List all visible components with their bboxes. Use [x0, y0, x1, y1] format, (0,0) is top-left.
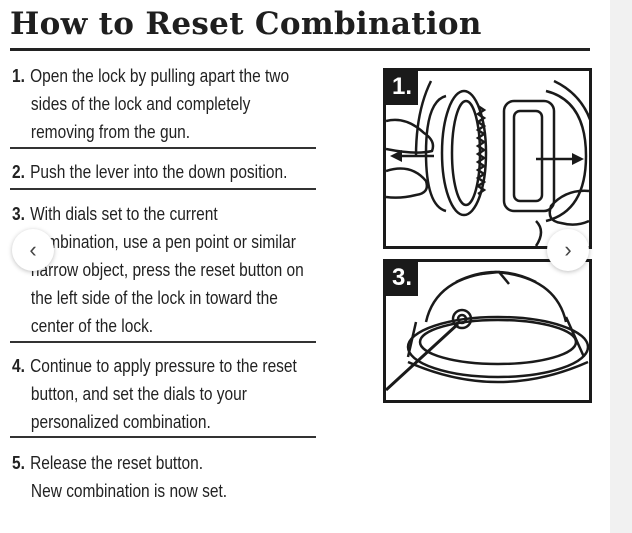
step-number: 1.: [12, 66, 25, 86]
carousel-prev-button[interactable]: ‹: [12, 229, 54, 271]
step-line: Open the lock by pulling apart the two: [30, 66, 290, 86]
step-number: 3.: [12, 204, 25, 224]
step-line: combination, use a pen point or similar: [30, 232, 296, 252]
step-divider: [10, 188, 316, 190]
step-line: center of the lock.: [30, 316, 154, 336]
step-line: Push the lever into the down position.: [30, 162, 288, 182]
step-line: Release the reset button.: [30, 453, 204, 473]
title-divider: [10, 48, 590, 51]
lock-pull-apart-illustration: [386, 79, 589, 246]
step-line: sides of the lock and completely: [30, 94, 251, 114]
instruction-card: How to Reset Combination 1.Open the lock…: [10, 6, 592, 505]
step-line: the left side of the lock in toward the: [30, 288, 278, 308]
panel-badge: 1.: [386, 71, 419, 105]
step-4: 4.Continue to apply pressure to the rese…: [12, 352, 297, 436]
carousel-next-button[interactable]: ›: [547, 229, 589, 271]
step-line: button, and set the dials to your: [30, 384, 247, 404]
page-edge: [610, 0, 632, 533]
step-line: With dials set to the current: [30, 204, 218, 224]
step-5: 5.Release the reset button. New combinat…: [12, 449, 227, 505]
step-line: personalized combination.: [30, 412, 211, 432]
page-title: How to Reset Combination: [10, 6, 482, 42]
illustration-panel-3: 3.: [383, 259, 592, 403]
reset-button-press-illustration: [386, 270, 589, 392]
step-divider: [10, 436, 316, 438]
step-line: Continue to apply pressure to the reset: [30, 356, 297, 376]
step-1: 1.Open the lock by pulling apart the two…: [12, 62, 289, 146]
step-divider: [10, 147, 316, 149]
step-line: New combination is now set.: [30, 481, 228, 501]
illustration-panel-1: 1.: [383, 68, 592, 249]
step-number: 5.: [12, 453, 25, 473]
chevron-left-icon: ‹: [29, 237, 37, 262]
step-number: 4.: [12, 356, 25, 376]
chevron-right-icon: ›: [564, 237, 572, 262]
panel-badge: 3.: [386, 262, 419, 296]
step-2: 2.Push the lever into the down position.: [12, 158, 287, 186]
step-line: narrow object, press the reset button on: [30, 260, 304, 280]
step-line: removing from the gun.: [30, 122, 191, 142]
step-3: 3.With dials set to the current combinat…: [12, 200, 304, 340]
step-number: 2.: [12, 162, 25, 182]
step-divider: [10, 341, 316, 343]
